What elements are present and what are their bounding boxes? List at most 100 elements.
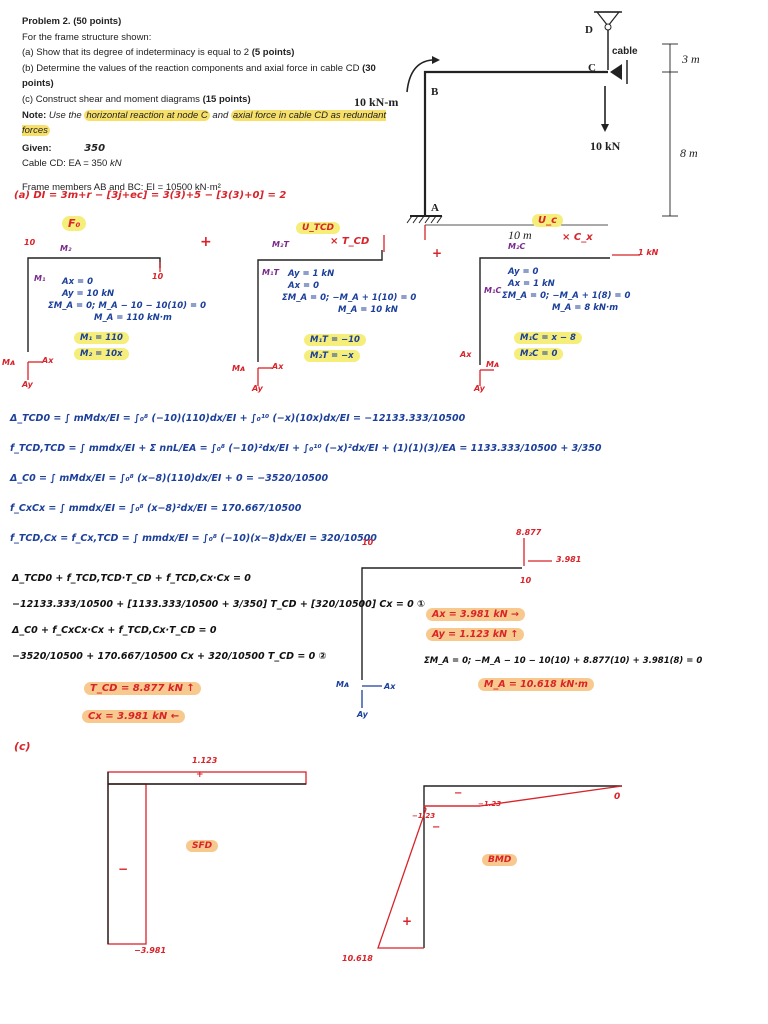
part-a-work: (a) DI = 3m+r − [3j+ec] = 3(3)+5 − [3(3)… <box>14 190 287 201</box>
f0-label-10: 10 <box>24 238 36 247</box>
uc-label-ax: Ax <box>460 350 472 359</box>
roller-support-c <box>610 60 628 84</box>
utcd-equations: Ay = 1 kN Ax = 0 ΣM_A = 0; −M_A + 1(10) … <box>282 269 417 315</box>
final-ay: Ay = 1.123 kN ↑ <box>426 628 525 641</box>
uc-label-ma: Mᴀ <box>486 360 500 369</box>
uc-m2c: M₂C = 0 <box>514 348 564 360</box>
sfd-bottom-value: −3.981 <box>134 946 167 955</box>
label-dim-8: 8 m <box>680 146 698 160</box>
uc-equations: Ay = 0 Ax = 1 kN ΣM_A = 0; −M_A + 1(8) =… <box>502 267 631 313</box>
label-dim-3: 3 m <box>682 52 700 66</box>
system-eq-1: Δ_TCD0 + f_TCD,TCD·T_CD + f_TCD,Cx·Cx = … <box>12 573 251 584</box>
sfd-plus: + <box>196 770 204 780</box>
f0-equations: Ax = 0 Ay = 10 kN ΣM_A = 0; M_A − 10 − 1… <box>48 277 206 323</box>
fixed-support-a <box>406 215 443 224</box>
f0-label-m1: M₁ <box>34 274 46 283</box>
bmd-minus-2: − <box>432 822 441 833</box>
bmd-plus: + <box>402 914 413 928</box>
uc-header: U_c <box>532 214 564 227</box>
utcd-label-ax: Ax <box>272 362 284 371</box>
utcd-label-m1t: M₁T <box>262 268 279 277</box>
plus-sign-2: + <box>432 246 443 260</box>
moment-load-arrow <box>406 59 433 93</box>
utcd-label-ma: Mᴀ <box>232 364 246 373</box>
final-moment-eq: ΣM_A = 0; −M_A − 10 − 10(10) + 8.877(10)… <box>424 656 703 666</box>
f0-m2: M₂ = 10x <box>74 348 129 360</box>
final-ax: Ax = 3.981 kN → <box>426 608 525 621</box>
utcd-frame <box>257 250 383 362</box>
label-dim-10: 10 m <box>508 228 532 242</box>
utcd-header: U_TCD <box>296 222 341 234</box>
f0-header: F₀ <box>62 216 87 231</box>
uc-frame <box>479 257 610 365</box>
problem-part-a: (a) Show that its degree of indeterminac… <box>22 47 295 59</box>
system-eq-1-num: −12133.333/10500 + [1133.333/10500 + 3/3… <box>12 599 426 610</box>
bmd-m2: −1.23 <box>412 812 436 820</box>
problem-part-c: (c) Construct shear and moment diagrams … <box>22 93 251 105</box>
f0-label-ma: Mᴀ <box>2 358 16 367</box>
compat-system: Δ_TCD0 + f_TCD,TCD·T_CD + f_TCD,Cx·Cx = … <box>12 566 425 670</box>
result-cx: Cx = 3.981 kN ← <box>82 710 186 723</box>
label-node-d: D <box>585 24 593 36</box>
dimension-lines <box>425 43 678 226</box>
final-load-top: 8.877 <box>516 528 542 537</box>
compat-f-tcd-tcd: f_TCD,TCD = ∫ mmdx/EI + Σ nnL/EA = ∫₀⁸ (… <box>10 443 602 454</box>
bmd-m1: −1.23 <box>478 800 502 808</box>
bmd-bottom-value: 10.618 <box>342 954 373 963</box>
final-frame-reactions <box>361 685 382 708</box>
final-label-ma: Mᴀ <box>336 680 350 689</box>
f0-label-ax: Ax <box>42 356 54 365</box>
pin-support-d <box>594 11 622 31</box>
part-c-label: (c) <box>14 740 31 753</box>
problem-statement: Problem 2. (50 points) For the frame str… <box>22 14 402 196</box>
label-cable: cable <box>612 46 638 57</box>
reaction-arrows <box>27 225 640 386</box>
uc-label-m2c: M₂C <box>508 242 526 251</box>
compat-delta-c0: Δ_C0 = ∫ mMdx/EI = ∫₀⁸ (x−8)(110)dx/EI +… <box>10 473 329 484</box>
final-load-right: 3.981 <box>556 555 582 564</box>
problem-frame: Frame members AB and BC: EI = 10500 kN·m… <box>22 181 221 193</box>
final-label-ax: Ax <box>384 682 396 691</box>
result-tcd: T_CD = 8.877 kN ↑ <box>84 682 201 695</box>
final-label-ay: Ay <box>357 710 368 719</box>
utcd-label-ay: Ay <box>252 384 263 393</box>
bmd-label: BMD <box>482 854 518 866</box>
sfd-top-value: 1.123 <box>192 756 218 765</box>
compat-delta-tcd0: Δ_TCD0 = ∫ mMdx/EI = ∫₀⁸ (−10)(110)dx/EI… <box>10 413 466 424</box>
bmd-diagram <box>377 785 623 949</box>
problem-note: Note: Use the horizontal reaction at nod… <box>22 109 387 137</box>
uc-label-ay: Ay <box>474 384 485 393</box>
final-frame-loads <box>523 538 552 566</box>
bmd-zero: 0 <box>614 792 621 802</box>
sfd-label: SFD <box>186 840 219 852</box>
uc-label-1kn: 1 kN <box>638 248 659 257</box>
problem-intro: For the frame structure shown: <box>22 31 152 43</box>
f0-m1: M₁ = 110 <box>74 332 129 344</box>
bmd-frame <box>423 785 622 948</box>
label-point-load: 10 kN <box>590 139 621 153</box>
label-node-b: B <box>431 86 439 98</box>
final-label-10-bottom: 10 <box>520 576 532 585</box>
system-eq-2-num: −3520/10500 + 170.667/10500 Cx + 320/105… <box>12 651 327 662</box>
final-ma: M_A = 10.618 kN·m <box>478 678 594 691</box>
system-eq-2: Δ_C0 + f_CxCx·Cx + f_TCD,Cx·T_CD = 0 <box>12 625 217 636</box>
problem-cable: Cable CD: EA = 350 kN <box>22 158 122 170</box>
utcd-multiplier: × T_CD <box>330 236 370 247</box>
problem-given: Given: 350 <box>22 142 106 154</box>
problem-title: Problem 2. (50 points) <box>22 16 122 27</box>
utcd-m1t: M₁T = −10 <box>304 334 366 346</box>
plus-sign-1: + <box>200 234 212 250</box>
frame-abc <box>423 70 608 215</box>
uc-label-m1c: M₁C <box>484 286 502 295</box>
sfd-diagram <box>107 771 307 945</box>
utcd-m2t: M₂T = −x <box>304 350 360 362</box>
label-node-c: C <box>588 62 596 74</box>
uc-m1c: M₁C = x − 8 <box>514 332 582 344</box>
final-label-10-left: 10 <box>362 538 374 547</box>
label-moment-load: 10 kN-m <box>354 95 399 109</box>
label-node-a: A <box>431 202 439 214</box>
problem-part-b: (b) Determine the values of the reaction… <box>22 62 376 90</box>
f0-label-ay: Ay <box>22 380 33 389</box>
final-frame <box>361 567 522 680</box>
